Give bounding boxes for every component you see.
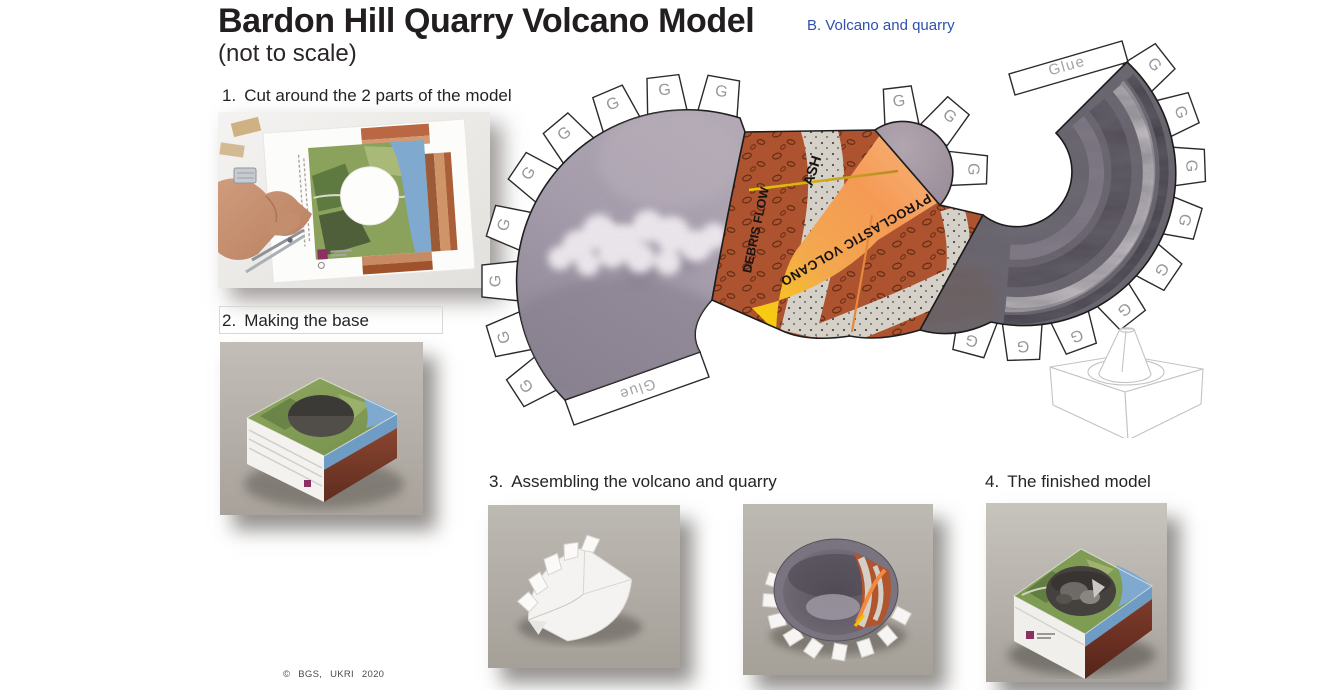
copyright-line: © BGS, UKRI 2020 [283,669,385,680]
printed-sheet [262,118,476,284]
glue-tab-letter: G [964,330,980,350]
ash-cloud-fan [515,108,746,401]
quarry-rock-band [918,60,1177,335]
crater-bowl [773,538,899,642]
glue-tab-letter: G [1182,159,1199,172]
photo-base-box [220,342,423,515]
step-2-heading: 2. Making the base [222,311,369,331]
photo-cutting-sheet-svg [218,112,490,288]
finished-box [1013,548,1153,679]
lava-dome [873,120,954,207]
faint-outline-box [219,306,443,334]
glue-tab-letter: G [1170,104,1190,122]
strata-strips [361,152,458,275]
glue-tab-letter: G [714,82,729,101]
glue-tab-left: Glue [564,351,710,426]
crater-with-rocks [1046,566,1116,616]
step-2-label: Making the base [244,311,369,330]
step-3-number: 3. [489,472,504,491]
cross-section: DEBRIS FLOW ASH PYROCLASTIC VOLCANO [711,129,985,340]
base-box [245,377,399,502]
step-1-number: 1. [222,86,237,105]
step-4-heading: 4. The finished model [985,472,1151,492]
photo-finished-model-svg [986,503,1167,682]
finished-model-line-art [1049,327,1204,438]
photo-finished-model [986,503,1167,682]
scissors [245,228,305,274]
page-subtitle: (not to scale) [218,40,357,67]
glue-tab-letter: G [494,329,514,346]
cross-section-wedge [853,552,891,630]
magma-conduit [752,135,937,332]
glue-tab-letter: G [1017,337,1030,354]
dome-glue-tabs: GGG [882,85,989,187]
glue-tab-letter: G [604,94,622,115]
photo-cutting-sheet [218,112,490,288]
hand [218,167,312,260]
step-3-label: Assembling the volcano and quarry [511,472,777,491]
photo-cone-interior-svg [743,504,933,675]
aerial-map [308,139,432,260]
step-4-number: 4. [985,472,1000,491]
glue-tab-letter: G [494,216,514,233]
tape-pieces [219,116,262,158]
cone-tabs [516,534,601,613]
photo-base-box-svg [220,342,423,515]
rim-tabs [761,571,913,662]
glue-tab-letter: G [964,163,981,176]
photo-cone-folding [488,505,680,668]
step-2-number: 2. [222,311,237,330]
glue-tab-letter: G [1174,212,1194,229]
bgs-logo [317,248,353,269]
step-4-label: The finished model [1007,472,1151,491]
rock-strata [920,62,1176,334]
step-1-label: Cut around the 2 parts of the model [244,86,512,105]
thin-conduit-line [850,214,874,333]
glue-tab-letter: G [488,275,505,287]
glue-tab-letter: G [892,92,906,110]
photo-cone-folding-svg [488,505,680,668]
photo-cone-interior [743,504,933,675]
base-hole [288,395,354,437]
glue-tab-letter: G [1068,325,1086,345]
debris-flow-line [748,169,899,192]
step-3-heading: 3. Assembling the volcano and quarry [489,472,777,492]
glue-tab-letter: G [657,81,671,99]
variant-label: B. Volcano and quarry [807,17,955,34]
page-title: Bardon Hill Quarry Volcano Model [218,2,755,40]
paper-cone [516,534,633,642]
step-1-heading: 1. Cut around the 2 parts of the model [222,86,512,106]
